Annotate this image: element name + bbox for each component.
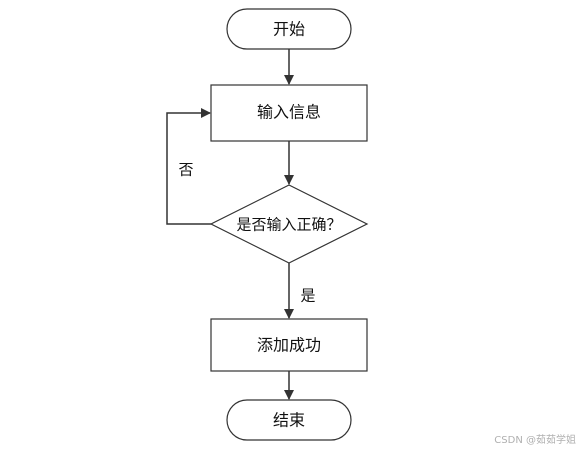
yes-edge-label: 是 [300,287,315,305]
watermark: CSDN @茹茹学姐 [494,433,576,446]
arrow-no-loop [166,108,211,225]
start-label: 开始 [273,20,305,39]
no-edge-label: 否 [178,161,193,179]
input-process-box [210,84,368,142]
decision-label: 是否输入正确？ [236,216,341,234]
end-label: 结束 [273,411,305,430]
success-process-label: 添加成功 [257,336,321,355]
end-terminal [226,399,352,441]
success-process-box [210,318,368,372]
input-process-label: 输入信息 [257,103,321,122]
